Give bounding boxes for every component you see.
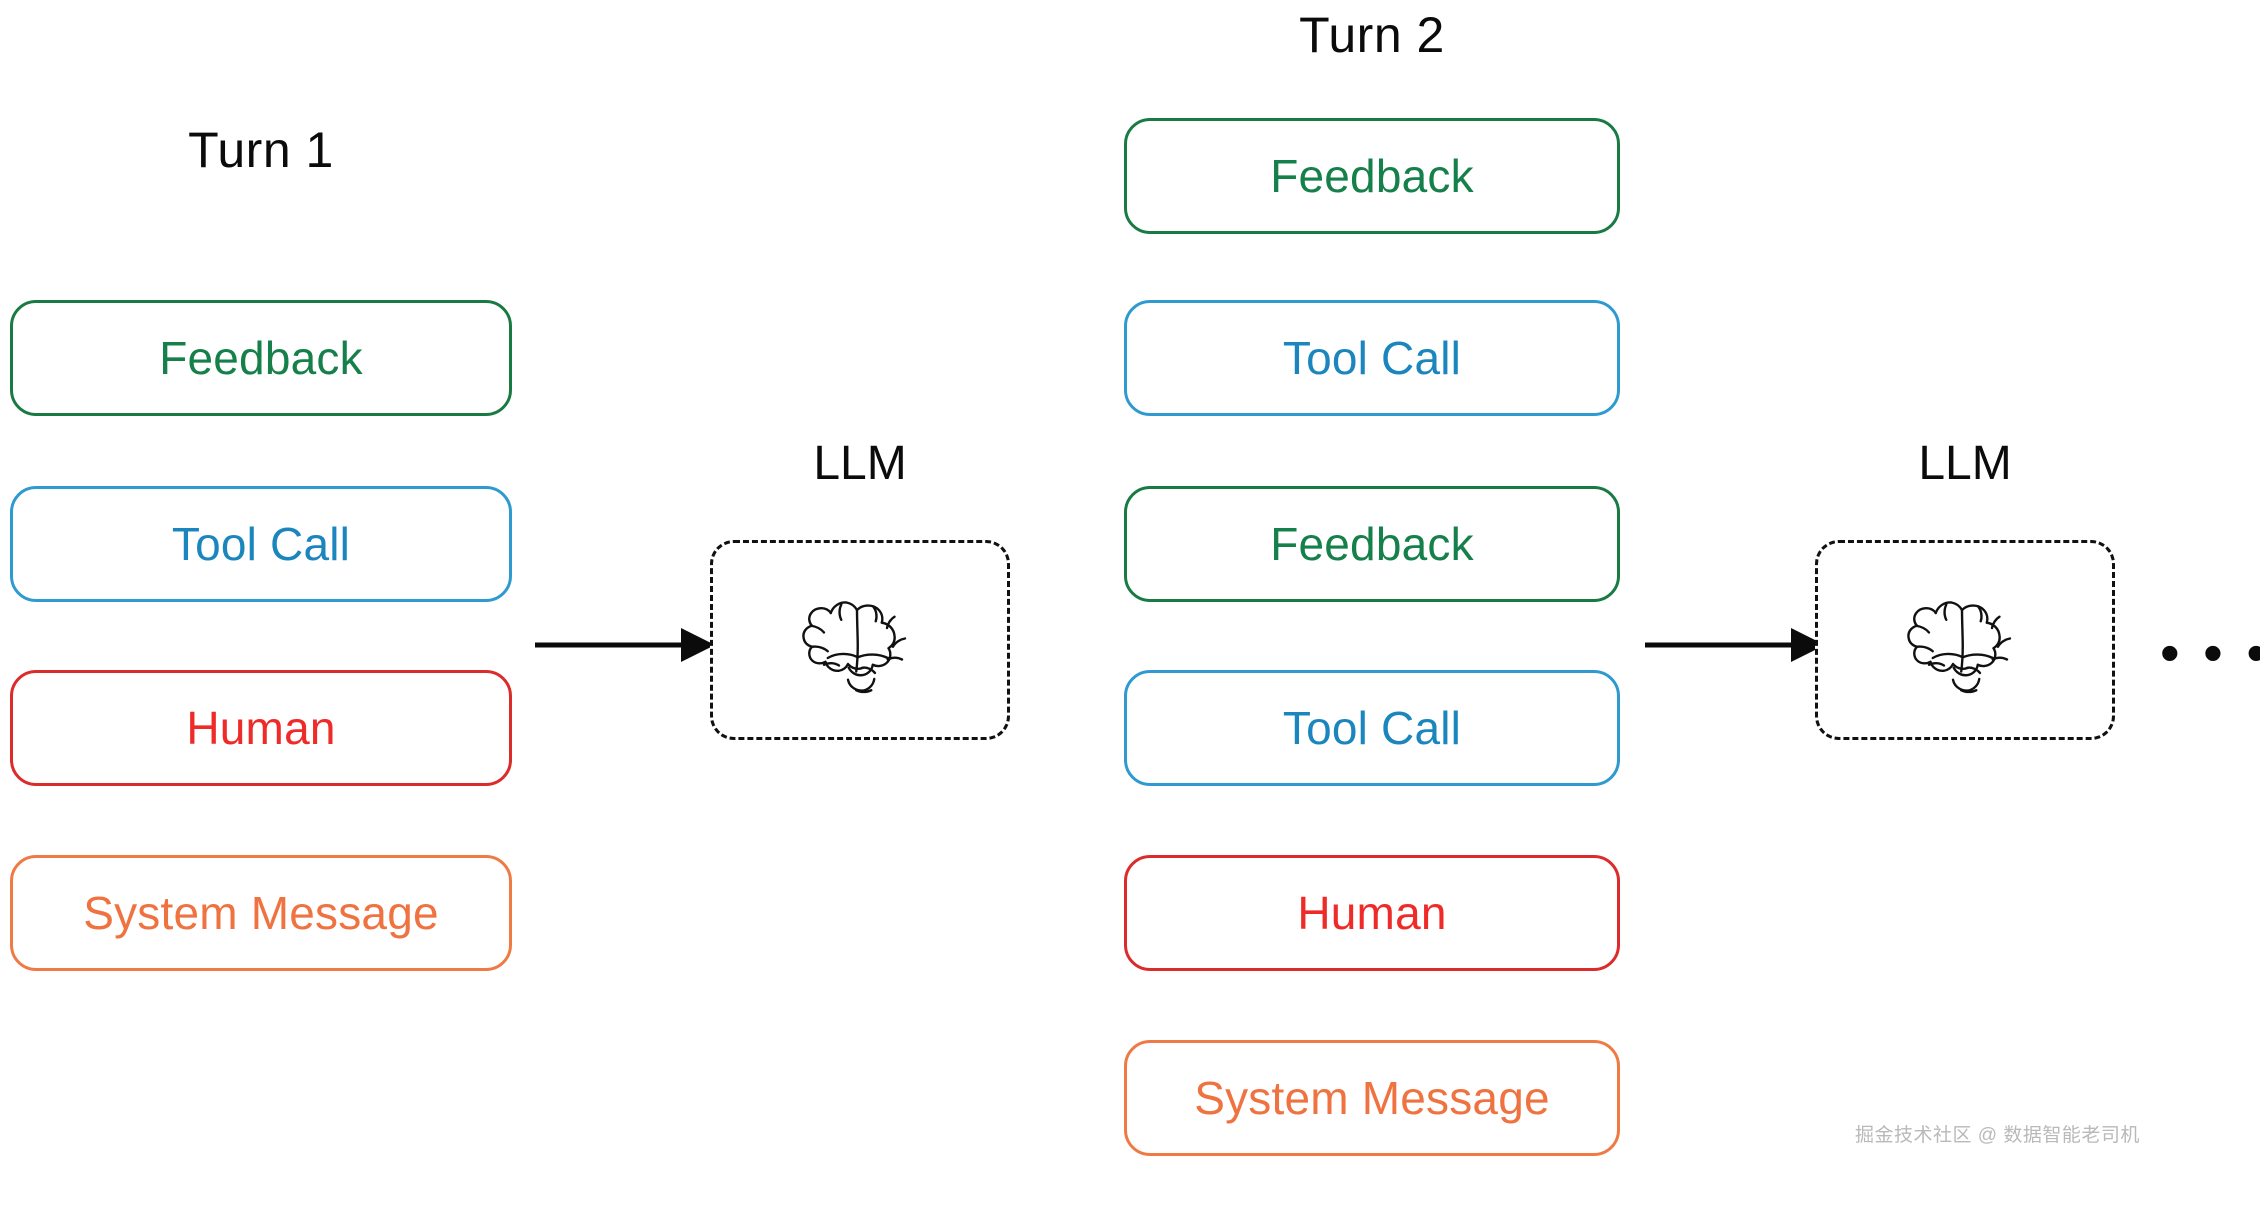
llm-node-1-label: LLM — [813, 437, 907, 490]
brain-icon — [802, 601, 907, 694]
turn-1-message-human-label: Human — [186, 702, 336, 754]
llm-node-2-box[interactable] — [1815, 540, 2115, 740]
turn-1-message-tool-call[interactable]: Tool Call — [10, 486, 512, 602]
continuation-ellipsis: • • • — [2160, 621, 2260, 684]
turn-2-message-human-label: Human — [1297, 887, 1447, 939]
turn-2-message-tool-call-2[interactable]: Tool Call — [1124, 670, 1620, 786]
turn-2-message-human[interactable]: Human — [1124, 855, 1620, 971]
llm-node-1: LLM — [700, 440, 1020, 740]
turn-1-message-system[interactable]: System Message — [10, 855, 512, 971]
turn-2-message-tool-call-1-label: Tool Call — [1282, 332, 1462, 384]
turn-1-message-feedback-label: Feedback — [159, 332, 363, 384]
arrow-turn2-to-llm2 — [1645, 628, 1825, 662]
turn-2-message-feedback-1[interactable]: Feedback — [1124, 118, 1620, 234]
turn-2-message-tool-call-2-label: Tool Call — [1282, 702, 1462, 754]
turn-1-message-feedback[interactable]: Feedback — [10, 300, 512, 416]
turn-2-message-tool-call-1[interactable]: Tool Call — [1124, 300, 1620, 416]
turn-1-message-human[interactable]: Human — [10, 670, 512, 786]
turn-2-message-feedback-2-label: Feedback — [1270, 518, 1474, 570]
turn-1-message-system-label: System Message — [83, 887, 439, 939]
llm-node-2-label: LLM — [1918, 437, 2012, 490]
turn-2-message-system-label: System Message — [1194, 1072, 1550, 1124]
turn-2-message-feedback-1-label: Feedback — [1270, 150, 1474, 202]
arrow-turn1-to-llm1 — [535, 628, 715, 662]
turn-1-heading: Turn 1 — [188, 122, 334, 178]
brain-icon — [1907, 601, 2012, 694]
turn-1-message-tool-call-label: Tool Call — [171, 518, 351, 570]
llm-node-1-box[interactable] — [710, 540, 1010, 740]
watermark-text: 掘金技术社区 @ 数据智能老司机 — [1855, 1125, 2140, 1146]
turn-2-message-system[interactable]: System Message — [1124, 1040, 1620, 1156]
turn-2-heading: Turn 2 — [1299, 7, 1445, 63]
llm-node-2: LLM — [1805, 440, 2125, 740]
turn-2-message-feedback-2[interactable]: Feedback — [1124, 486, 1620, 602]
